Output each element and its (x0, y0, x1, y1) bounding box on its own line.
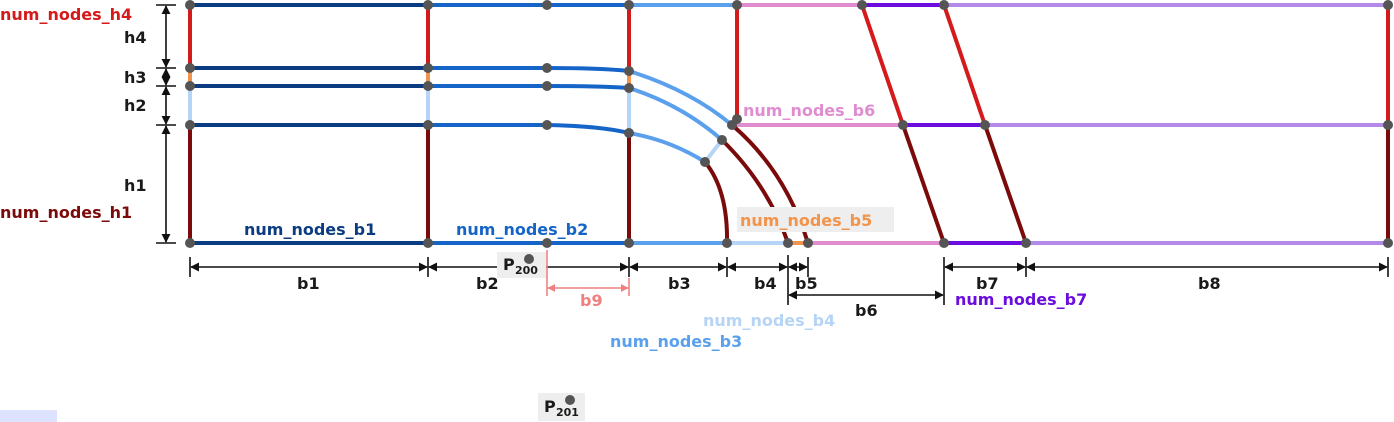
p200-subscript: 200 (515, 264, 538, 277)
label-num-nodes-b5: num_nodes_b5 (740, 211, 872, 230)
node (1383, 238, 1393, 248)
edge-b2-y68 (426, 66, 631, 73)
label-b8: b8 (1198, 274, 1221, 293)
node (939, 0, 949, 10)
node (624, 66, 634, 76)
corner-swatch (0, 410, 57, 422)
node (727, 120, 737, 130)
node (542, 0, 552, 10)
horizontal-edges (188, 3, 1390, 245)
label-h3: h3 (124, 68, 147, 87)
edge-h4-slant-a (860, 3, 905, 127)
label-b5: b5 (795, 274, 818, 293)
label-b9: b9 (580, 291, 603, 310)
label-b1: b1 (297, 274, 320, 293)
label-num-nodes-h1: num_nodes_h1 (0, 203, 132, 222)
p201-box (538, 393, 585, 421)
node (423, 238, 433, 248)
label-num-nodes-h4: num_nodes_h4 (0, 5, 132, 24)
node (185, 0, 195, 10)
label-num-nodes-b2: num_nodes_b2 (456, 220, 588, 239)
mesh-nodes (185, 0, 1393, 248)
edge-h4-slant-b (942, 3, 987, 127)
edge-h1-slant-a (901, 123, 946, 245)
node (898, 120, 908, 130)
edge-b2-y125 (426, 123, 631, 135)
p201-label: P (544, 397, 556, 416)
label-num-nodes-b3: num_nodes_b3 (610, 332, 742, 351)
node (732, 0, 742, 10)
edge-h1-slant-b (983, 123, 1028, 245)
label-h4: h4 (124, 28, 147, 47)
dimension-b9 (546, 250, 630, 296)
label-num-nodes-b4: num_nodes_b4 (703, 311, 835, 330)
label-b3: b3 (668, 274, 691, 293)
edge-h1-arc-inner (703, 160, 730, 245)
label-h2: h2 (124, 96, 147, 115)
p200-label: P (503, 255, 515, 274)
label-b7: b7 (976, 274, 999, 293)
label-h1: h1 (124, 176, 147, 195)
label-b6: b6 (855, 301, 878, 320)
labels: num_nodes_h4 num_nodes_h1 num_nodes_b1 n… (0, 5, 1221, 351)
p201-subscript: 201 (556, 406, 579, 419)
node (185, 63, 195, 73)
node (542, 81, 552, 91)
node (624, 128, 634, 138)
node (857, 0, 867, 10)
node (185, 238, 195, 248)
node (542, 238, 552, 248)
node (939, 238, 949, 248)
node (783, 238, 793, 248)
label-b2: b2 (476, 274, 499, 293)
label-b4: b4 (754, 274, 777, 293)
point-p200: P 200 (497, 252, 546, 278)
p201-dot (565, 395, 575, 405)
node (542, 120, 552, 130)
node (185, 120, 195, 130)
node (624, 238, 634, 248)
node (624, 83, 634, 93)
node (1383, 120, 1393, 130)
node (700, 157, 710, 167)
label-num-nodes-b6: num_nodes_b6 (743, 101, 875, 120)
node (542, 63, 552, 73)
node (717, 135, 727, 145)
point-p201: P 201 (538, 393, 585, 421)
node (423, 81, 433, 91)
edge-b3-arc-outer (627, 69, 734, 127)
node (803, 238, 813, 248)
label-num-nodes-b5-bg (737, 207, 894, 232)
label-num-nodes-b1: num_nodes_b1 (244, 220, 376, 239)
edge-b3-arc-inner (627, 131, 707, 164)
label-num-nodes-b7: num_nodes_b7 (955, 290, 1087, 309)
node (1383, 0, 1393, 10)
node (423, 0, 433, 10)
node (185, 81, 195, 91)
node (722, 238, 732, 248)
p200-box (497, 252, 546, 278)
dimension-lines (156, 4, 1389, 305)
node (980, 120, 990, 130)
node (423, 63, 433, 73)
edge-b2-y86 (426, 84, 631, 90)
p200-dot (524, 254, 534, 264)
node (624, 0, 634, 10)
node (1021, 238, 1031, 248)
node (423, 120, 433, 130)
edge-b3-arc-mid (627, 86, 724, 142)
